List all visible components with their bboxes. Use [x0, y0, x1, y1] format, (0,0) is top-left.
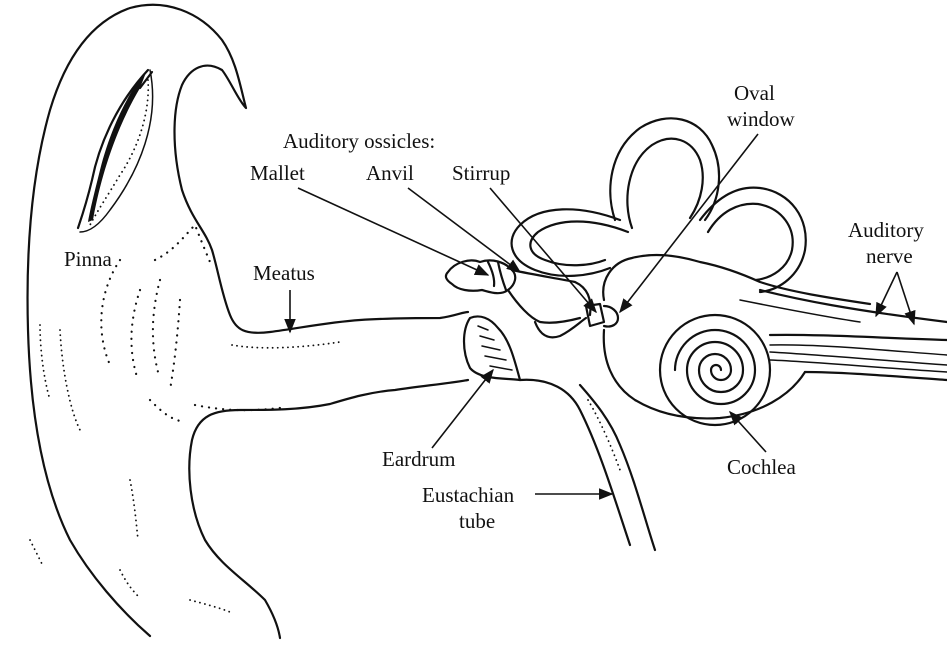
- oval-window-label-line2: window: [727, 107, 796, 131]
- eustachian-label-line2: tube: [459, 509, 495, 533]
- ossicles-shape: [446, 260, 618, 337]
- eustachian-tube-shape: [520, 380, 655, 550]
- auditory-nerve-leader-line-1: [876, 272, 897, 316]
- ossicles-heading-label: Auditory ossicles:: [283, 129, 435, 153]
- anvil-label: Anvil: [366, 161, 414, 185]
- stirrup-label: Stirrup: [452, 161, 510, 185]
- oval-window-label-line1: Oval: [734, 81, 775, 105]
- pinna-shading: [30, 80, 340, 612]
- stirrup-leader-line: [490, 188, 596, 312]
- eardrum-label: Eardrum: [382, 447, 455, 471]
- pinna-label: Pinna: [64, 247, 113, 271]
- auditory-nerve-label-line2: nerve: [866, 244, 913, 268]
- eustachian-label-line1: Eustachian: [422, 483, 515, 507]
- cochlea-shape: [660, 315, 770, 425]
- auditory-nerve-label-line1: Auditory: [848, 218, 924, 242]
- pinna-outline: [28, 5, 468, 638]
- meatus-label: Meatus: [253, 261, 315, 285]
- auditory-nerve-shape: [740, 290, 947, 380]
- cochlea-label: Cochlea: [727, 455, 796, 479]
- mallet-label: Mallet: [250, 161, 305, 185]
- mallet-leader-line: [298, 188, 488, 275]
- anvil-leader-line: [408, 188, 520, 272]
- cochlea-leader-line: [730, 412, 766, 452]
- oval-window-leader-line: [620, 134, 758, 312]
